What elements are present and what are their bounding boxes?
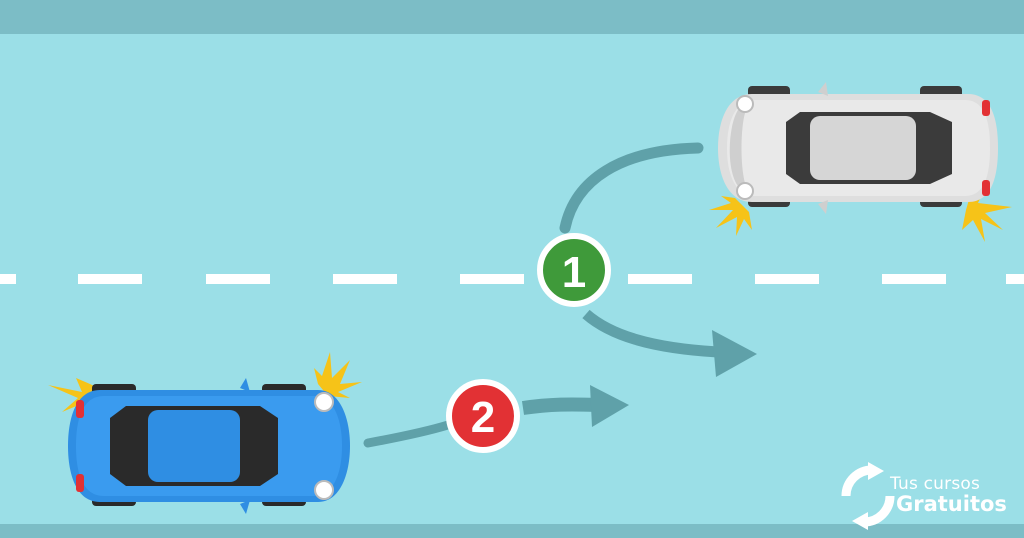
white-car: [709, 82, 1012, 242]
path-arrow-one: [559, 142, 757, 377]
top-curb: [0, 0, 1024, 34]
bottom-curb: [0, 524, 1024, 538]
refresh-arrows-icon: [841, 462, 895, 530]
path-arrow-two: [363, 385, 629, 448]
step-two-label: 2: [471, 393, 495, 442]
brand-logo: Tus cursos Gratuitos: [838, 462, 1018, 530]
lane-divider: [0, 274, 1024, 284]
step-one-label: 1: [562, 248, 586, 297]
hazard-light-burst: [709, 190, 1012, 242]
logo-text-line1: Tus cursos: [890, 474, 981, 494]
logo-text-line2: Gratuitos: [896, 492, 1007, 516]
step-one-badge: 1: [537, 233, 611, 307]
blue-car: [48, 352, 362, 514]
step-two-badge: 2: [446, 379, 520, 453]
